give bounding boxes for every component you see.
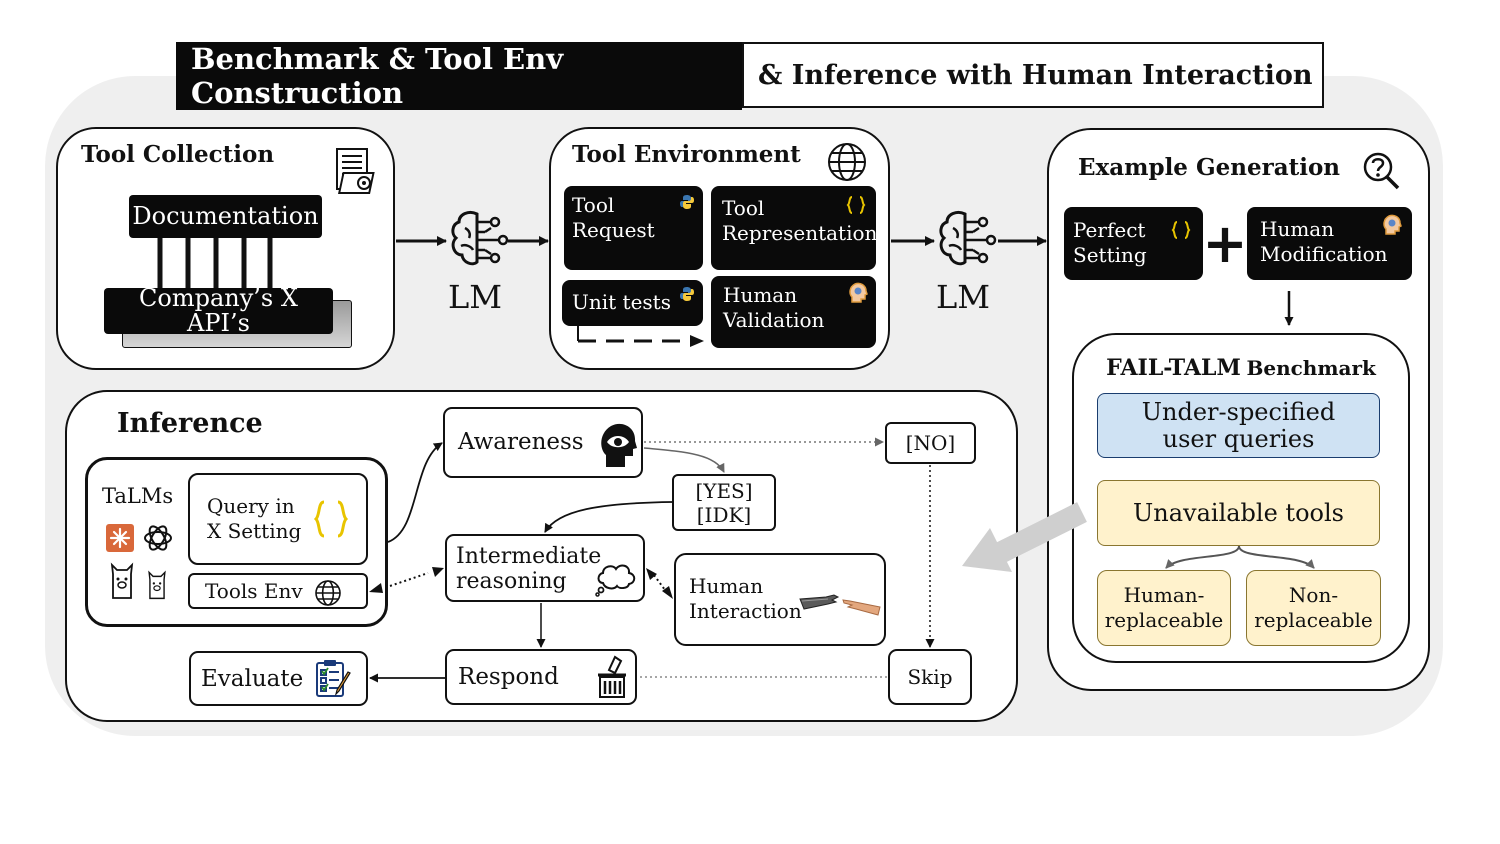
benchmark-to-inference-arrow [962,502,1087,572]
human-interaction-box: Human Interaction [674,553,886,646]
tool-representation-line-2: Representation [722,221,878,245]
curly-braces-icon [846,196,866,214]
respond-box: Respond [445,649,637,705]
unavailable-tools-box: Unavailable tools [1097,480,1380,546]
curly-braces-icon [1171,221,1191,239]
tool-request-box: Tool Request [564,186,703,270]
awareness-box: Awareness [443,407,643,478]
perfect-setting-line-1: Perfect [1073,218,1146,242]
tool-request-line-1: Tool [572,193,615,217]
lm-label-1: LM [448,278,503,316]
brain-network-icon [451,210,509,266]
claude-logo-icon [106,524,134,552]
human-replaceable-box: Human- replaceable [1097,570,1231,646]
intermediate-line-2: reasoning [456,569,567,594]
human-modification-box: Human Modification [1247,207,1412,280]
head-eye-icon [601,423,637,467]
arrow-query-to-awareness [387,442,443,543]
head-gear-icon [849,282,868,303]
non-replaceable-line-1: Non- [1288,583,1339,607]
header-title-inference: & Inference with Human Interaction [742,42,1324,108]
human-replaceable-line-2: replaceable [1104,608,1224,632]
underspecified-line-2: user queries [1162,424,1315,453]
lm-label-2: LM [936,278,991,316]
no-box: [NO] [885,422,976,464]
globe-icon [315,580,341,606]
intermediate-line-1: Intermediate [456,544,602,569]
human-replaceable-line-1: Human- [1123,583,1205,607]
globe-icon [828,143,866,181]
python-icon [680,195,694,209]
company-apis-box: Company’s X API’s [104,286,333,336]
link-reasoning-tools-env [369,567,444,593]
llama-logo-icon [148,570,166,600]
evaluate-label: Evaluate [201,666,304,692]
human-modification-line-2: Modification [1260,242,1388,266]
tool-representation-line-1: Tool [722,196,765,220]
tool-request-line-2: Request [572,218,655,242]
query-setting-line-1: Query in [207,494,295,518]
thought-cloud-icon [595,564,636,597]
llama-logo-icon [110,562,134,599]
benchmark-title-suffix: Benchmark [1246,356,1376,380]
underspecified-line-1: Under-specified [1141,397,1336,426]
documentation-box: Documentation [129,195,322,238]
example-generation-title: Example Generation [1078,154,1341,181]
tools-env-label: Tools Env [205,579,303,603]
awareness-label: Awareness [458,429,584,455]
yes-label: [YES] [695,478,753,503]
human-modification-line-1: Human [1260,217,1335,241]
tool-collection-title: Tool Collection [81,141,275,168]
query-setting-box: Query in X Setting [188,473,368,565]
tools-env-box: Tools Env [188,573,368,609]
human-validation-line-2: Validation [723,308,825,332]
python-icon [680,287,694,301]
split-to-non-replaceable [1238,545,1315,569]
tool-environment-title: Tool Environment [572,141,801,168]
non-replaceable-line-2: replaceable [1254,608,1373,632]
openai-logo-icon [144,525,172,551]
yes-idk-box: [YES] [IDK] [672,474,776,531]
intermediate-reasoning-box: Intermediate reasoning [445,534,645,602]
search-question-icon [1363,152,1400,190]
arrow-awareness-to-yes [643,447,725,473]
benchmark-title: FAIL-TALM Benchmark [1074,355,1408,381]
human-validation-line-1: Human [723,283,798,307]
underspecified-queries-box: Under-specified user queries [1097,393,1380,458]
tool-representation-box: Tool Representation [711,186,878,270]
arrow-yes-to-reasoning [544,501,673,533]
inference-title: Inference [117,408,263,439]
unit-tests-box: Unit tests [562,280,703,326]
perfect-setting-line-2: Setting [1073,243,1147,267]
split-to-human-replaceable [1165,545,1240,569]
benchmark-title-prefix: FAIL-TALM [1106,355,1241,381]
hands-touch-icon [799,594,881,616]
non-replaceable-box: Non- replaceable [1246,570,1381,646]
talms-label: TaLMs [102,484,174,508]
head-gear-icon [1383,214,1402,235]
unit-tests-label: Unit tests [572,290,671,314]
respond-label: Respond [458,664,559,690]
human-validation-box: Human Validation [711,276,876,348]
human-interaction-line-2: Interaction [689,599,802,623]
plus-sign: + [1202,211,1248,275]
query-setting-line-2: X Setting [207,519,302,543]
document-gear-icon [336,148,375,194]
brain-network-icon [939,210,997,266]
idk-label: [IDK] [696,502,752,527]
perfect-setting-box: Perfect Setting [1064,207,1203,280]
evaluate-box: Evaluate [189,651,368,706]
header-title-construction: Benchmark & Tool Env Construction [176,42,742,110]
checklist-icon [316,660,351,697]
link-reasoning-human [646,568,673,599]
ballot-box-icon [598,655,626,698]
human-interaction-line-1: Human [689,574,764,598]
curly-braces-icon [313,500,349,538]
skip-box: Skip [888,649,972,705]
